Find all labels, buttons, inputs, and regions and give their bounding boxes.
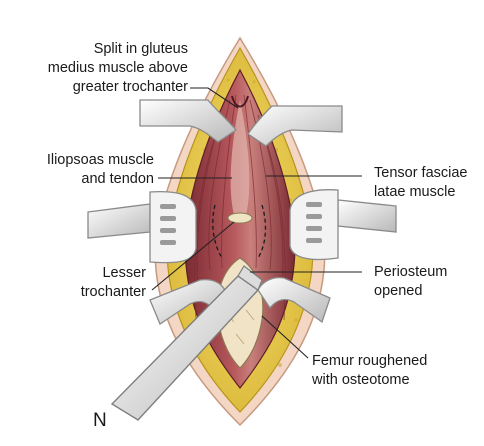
label-line: Femur roughened xyxy=(312,353,428,369)
leader-lesser-trochanter xyxy=(151,221,235,291)
leader-femur xyxy=(261,315,309,359)
retractor-upper-right xyxy=(247,105,343,147)
label-tensor-fasciae: Tensor fasciae latae muscle xyxy=(374,164,468,202)
label-lesser-trochanter: Lesser trochanter xyxy=(81,264,146,302)
label-line: Tensor fasciae xyxy=(374,165,468,181)
label-line: with osteotome xyxy=(312,372,410,388)
dashed-outline xyxy=(212,204,267,259)
label-femur-roughened: Femur roughened with osteotome xyxy=(312,352,427,390)
label-line: greater trochanter xyxy=(72,79,188,95)
label-periosteum: Periosteum opened xyxy=(374,263,447,301)
rake-retractor-left xyxy=(87,190,197,264)
panel-letter: N xyxy=(93,410,107,431)
label-line: opened xyxy=(374,283,423,299)
label-line: and tendon xyxy=(81,171,154,187)
leader-split-gluteus xyxy=(190,87,239,109)
lesser-trochanter xyxy=(227,212,253,224)
label-iliopsoas: Iliopsoas muscle and tendon xyxy=(47,151,154,189)
rake-retractor-right xyxy=(289,189,397,261)
retractor-lower-right xyxy=(257,276,331,324)
label-line: medius muscle above xyxy=(47,60,188,76)
label-line: Iliopsoas muscle xyxy=(46,152,154,168)
label-line: trochanter xyxy=(80,284,146,300)
osteotome xyxy=(110,265,263,421)
label-line: Lesser xyxy=(102,265,146,281)
label-line: latae muscle xyxy=(374,184,456,200)
label-line: Periosteum xyxy=(374,264,448,280)
retractor-upper-left xyxy=(139,99,237,143)
gluteus-split xyxy=(231,95,249,108)
label-split-gluteus: Split in gluteus medius muscle above gre… xyxy=(48,40,188,97)
label-line: Split in gluteus xyxy=(93,41,188,57)
leader-lines xyxy=(151,87,362,359)
